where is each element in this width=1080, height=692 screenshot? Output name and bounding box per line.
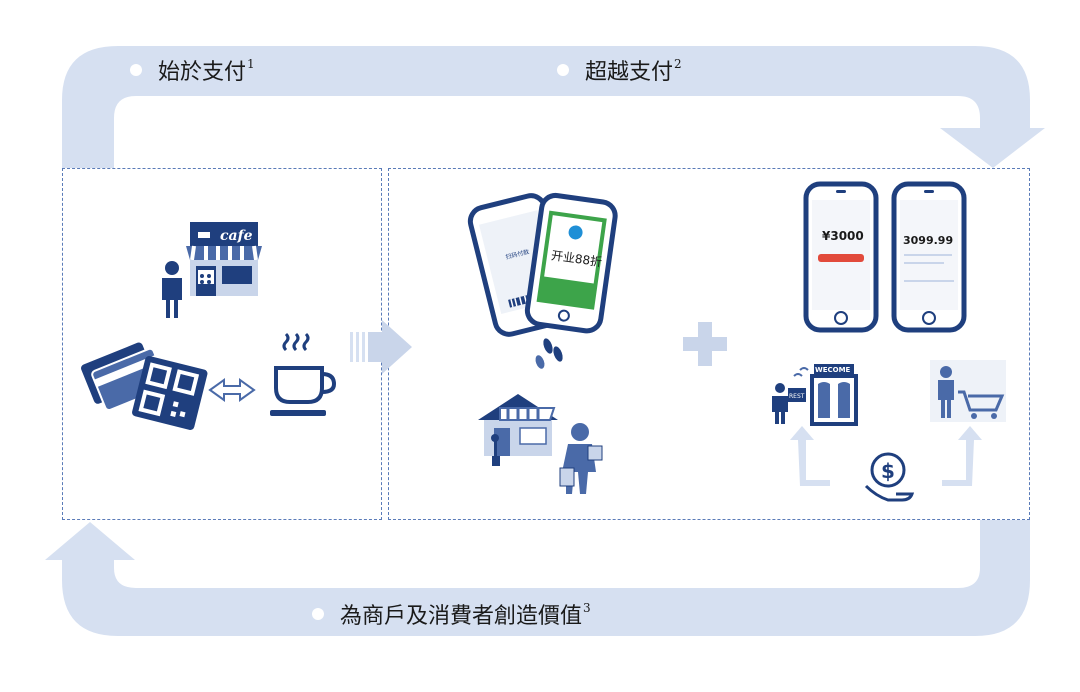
person-icon — [162, 261, 182, 318]
label-beyond-payment: 超越支付 2 — [557, 54, 682, 86]
phone-balance-icon: 3099.99 — [891, 181, 967, 333]
cafe-shop-icon: cafe — [186, 222, 262, 296]
up-arrow-right-icon — [942, 426, 982, 486]
phone-payment-icon: ¥3000 — [803, 181, 879, 333]
rest-sign: REST — [789, 393, 805, 400]
loop-band-shape — [62, 46, 1045, 168]
money-hand-icon: $ — [864, 452, 915, 502]
footprints-icon — [535, 338, 563, 369]
label-text: 為商戶及消費者創造價值 — [340, 604, 583, 629]
welcome-sign: WECOME — [815, 366, 851, 374]
qr-code-icon — [132, 355, 208, 430]
promo-text: 开业88折 — [550, 247, 603, 269]
flow-arrow-icon — [350, 320, 412, 374]
bullet-dot — [130, 64, 142, 76]
footnote-mark: 1 — [247, 57, 255, 71]
bullet-dot — [312, 608, 324, 620]
label-start-with-payment: 始於支付 1 — [130, 54, 255, 86]
footnote-mark: 2 — [674, 57, 682, 71]
label-text: 始於支付 — [158, 60, 247, 85]
exchange-arrows-icon — [208, 378, 256, 402]
label-text: 超越支付 — [585, 60, 674, 85]
bullet-dot — [557, 64, 569, 76]
balance-amount: 3099.99 — [903, 234, 953, 247]
footnote-mark: 3 — [583, 601, 591, 615]
shop-sign-text: cafe — [220, 228, 253, 244]
loop-band-bottom — [45, 520, 1030, 636]
welcome-door-icon: WECOME REST — [772, 364, 858, 426]
plus-icon — [683, 322, 727, 366]
coffee-cup-icon — [270, 332, 337, 416]
shopper-icon — [559, 423, 603, 494]
phone-promo-icon: 开业88折 — [524, 192, 618, 334]
store-icon — [478, 394, 558, 466]
label-create-value: 為商戶及消費者創造價值 3 — [312, 598, 591, 630]
up-arrow-left-icon — [790, 426, 830, 486]
cart-person-icon — [930, 360, 1006, 422]
svg-text:$: $ — [881, 459, 895, 483]
payment-amount: ¥3000 — [822, 229, 864, 243]
